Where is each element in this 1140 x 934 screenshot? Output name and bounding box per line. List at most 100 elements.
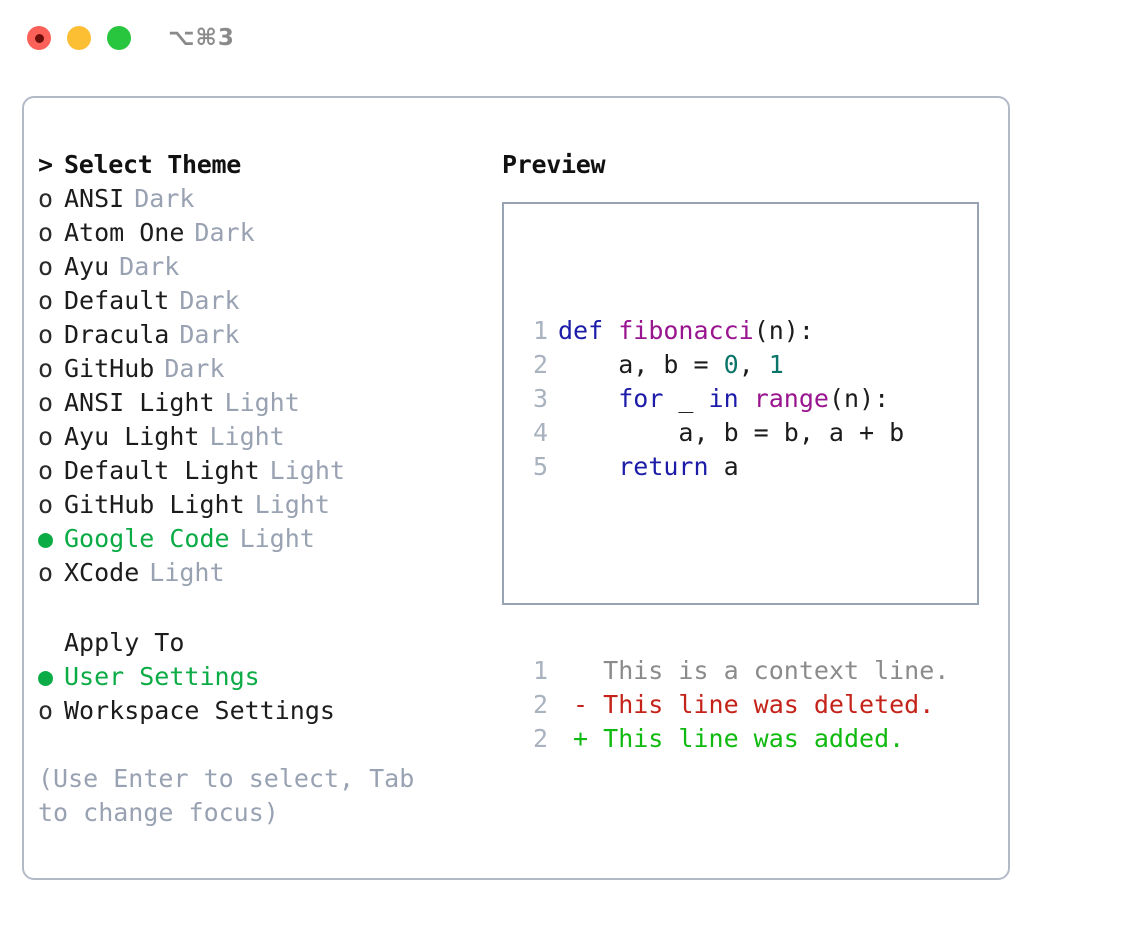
code-token-num: 1 [768,350,784,379]
title-bar: ⌥⌘3 [0,0,1140,78]
theme-variant-badge: Dark [179,286,240,315]
apply-to-marker-spacer: o [38,626,64,660]
radio-unselected-icon: o [38,354,54,383]
theme-option-label: Ayu [64,252,110,281]
theme-variant-badge: Dark [134,184,195,213]
radio-unselected-icon: o [38,184,54,213]
theme-option-label: ANSI Light [64,388,215,417]
diff-line-number: 2 [532,690,548,719]
select-theme-title: Select Theme [64,150,242,179]
theme-variant-badge: Dark [119,252,180,281]
minimize-button[interactable] [67,26,91,50]
diff-line: 2 - This line was deleted. [516,688,949,722]
radio-unselected-icon: o [38,558,54,587]
code-line-text: def fibonacci(n): [558,314,814,348]
close-button[interactable] [27,26,51,50]
code-token-plain: (n): [753,316,814,345]
radio-unselected-icon: o [38,422,54,451]
diff-line-number: 1 [532,656,548,685]
radio-unselected-icon: o [38,286,54,315]
line-number: 4 [532,418,548,447]
radio-unselected-icon: o [38,490,54,519]
apply-to-option-user-settings[interactable]: ● User Settings [38,660,488,694]
code-token-fn: fibonacci [618,316,754,345]
theme-option-label: GitHub Light [64,490,245,519]
theme-variant-badge: Light [224,388,300,417]
theme-option-label: Google Code [64,524,230,553]
code-line: 5 return a [516,450,949,484]
code-line-text: for _ in range(n): [558,382,889,416]
code-token-plain: a, b = [558,350,724,379]
traffic-light-controls [27,26,131,50]
diff-line-text: This is a context line. [558,656,950,685]
theme-option-label: Default Light [64,456,260,485]
prompt-caret-icon: > [38,150,54,179]
line-number: 2 [532,350,548,379]
maximize-button[interactable] [107,26,131,50]
code-line: 3 for _ in range(n): [516,382,949,416]
theme-variant-badge: Light [269,456,345,485]
radio-unselected-icon: o [38,218,54,247]
code-token-plain: a, b = b, a + b [558,418,905,447]
diff-line-list: 1 This is a context line.2 - This line w… [516,654,949,756]
line-number: 1 [532,316,548,345]
section-spacer [38,590,488,626]
code-token-plain: a [708,452,739,481]
code-token-plain: _ [663,384,709,413]
diff-line-text: + This line was added. [558,724,905,753]
theme-variant-badge: Dark [179,320,240,349]
radio-unselected-icon: o [38,388,54,417]
code-line: 2 a, b = 0, 1 [516,348,949,382]
theme-variant-badge: Light [254,490,330,519]
radio-unselected-icon: o [38,456,54,485]
theme-option-xcode[interactable]: o XCode Light [38,556,488,590]
theme-option-default-light[interactable]: o Default Light Light [38,454,488,488]
theme-option-label: Dracula [64,320,170,349]
theme-variant-badge: Light [239,524,315,553]
theme-option-dracula[interactable]: o Dracula Dark [38,318,488,352]
diff-line: 2 + This line was added. [516,722,949,756]
radio-unselected-icon: o [38,320,54,349]
apply-to-option-label: Workspace Settings [64,696,335,725]
code-token-plain [739,384,754,413]
diff-line-text: - This line was deleted. [558,690,935,719]
theme-option-label: ANSI [64,184,125,213]
code-token-kw: def [558,316,619,345]
theme-variant-badge: Light [149,558,225,587]
code-token-plain: , [738,350,769,379]
code-token-kw: for [618,384,664,413]
theme-option-label: Default [64,286,170,315]
code-line: 1 def fibonacci(n): [516,314,949,348]
apply-to-option-label: User Settings [64,662,260,691]
preview-title: Preview [502,150,606,179]
diff-line: 1 This is a context line. [516,654,949,688]
theme-option-label: XCode [64,558,140,587]
code-token-plain [558,452,618,481]
code-token-plain: (n): [828,384,890,413]
theme-option-default[interactable]: o Default Dark [38,284,488,318]
code-token-plain [558,384,618,413]
line-number: 3 [532,384,548,413]
code-token-num: 0 [723,350,739,379]
diff-line-number: 2 [532,724,548,753]
theme-option-label: Atom One [64,218,185,247]
theme-option-github-light[interactable]: o GitHub Light Light [38,488,488,522]
theme-option-label: Ayu Light [64,422,200,451]
theme-option-ansi-light[interactable]: o ANSI Light Light [38,386,488,420]
theme-option-ansi[interactable]: o ANSI Dark [38,182,488,216]
code-token-kw: return [618,452,709,481]
radio-selected-icon: ● [38,662,54,691]
code-line-text: a, b = b, a + b [558,416,904,450]
